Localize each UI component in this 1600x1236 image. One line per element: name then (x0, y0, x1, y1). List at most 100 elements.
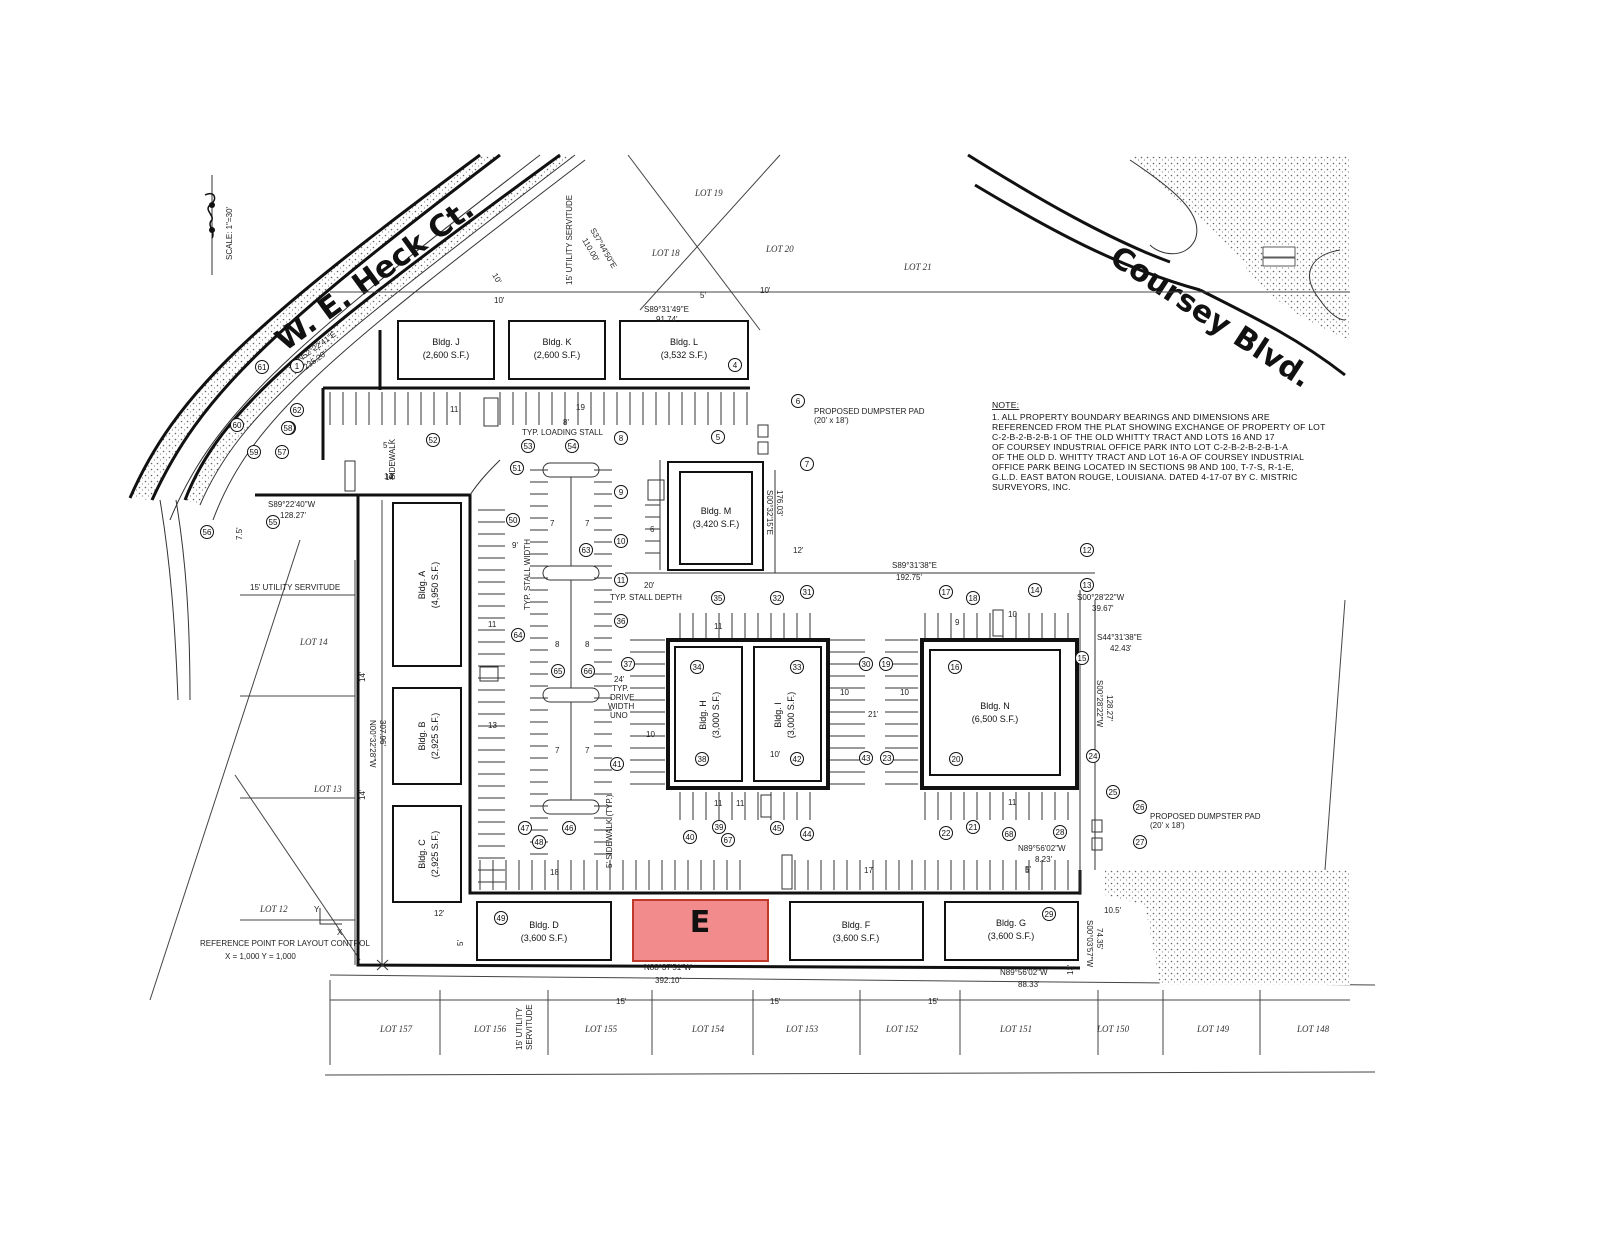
building-n[interactable]: Bldg. N (6,500 S.F.) (920, 638, 1079, 790)
point-number: 7 (805, 460, 810, 469)
building-b[interactable]: Bldg. B (2,925 S.F.) (392, 687, 462, 785)
dim: 14' (384, 472, 395, 481)
point-marker (1106, 785, 1120, 799)
point-number: 28 (1056, 828, 1065, 837)
utility-servitude-label: 15' UTILITY SERVITUDE (250, 583, 340, 592)
point-marker (614, 573, 628, 587)
stall-count: 10 (1008, 610, 1017, 619)
point-number: 63 (582, 546, 591, 555)
reference-y: Y (314, 905, 320, 914)
point-marker (800, 457, 814, 471)
lot-label: LOT 18 (651, 248, 680, 258)
building-m[interactable]: Bldg. M (3,420 S.F.) (667, 461, 764, 571)
point-marker (966, 591, 980, 605)
stall-count: 11 (1008, 798, 1017, 807)
lot-label: LOT 151 (999, 1024, 1032, 1034)
building-f[interactable]: Bldg. F (3,600 S.F.) (789, 901, 924, 961)
dim: 13' (1066, 964, 1075, 975)
point-marker (859, 751, 873, 765)
point-number: 10 (617, 537, 626, 546)
point-marker (728, 358, 742, 372)
lot-labels: LOT 19 LOT 18 LOT 20 LOT 21 LOT 14 LOT 1… (259, 188, 1330, 1034)
building-m-name: Bldg. M (701, 506, 732, 516)
dumpster-label: PROPOSED DUMPSTER PAD (1150, 812, 1261, 821)
building-l[interactable]: Bldg. L (3,532 S.F.) (619, 320, 749, 380)
lot-label: LOT 14 (299, 637, 328, 647)
building-d-area: (3,600 S.F.) (521, 933, 568, 943)
parking-islands (542, 462, 600, 815)
point-number: 65 (554, 667, 563, 676)
annotations: PROPOSED DUMPSTER PAD (20' x 18') PROPOS… (200, 195, 1261, 1050)
bearing: S44°31'38"E (1097, 633, 1142, 642)
building-k[interactable]: Bldg. K (2,600 S.F.) (508, 320, 606, 380)
building-i[interactable]: Bldg. I (3,000 S.F.) (753, 646, 822, 782)
point-number: 11 (617, 576, 626, 585)
point-marker (551, 664, 565, 678)
stall-count: 8 (585, 640, 590, 649)
landscape-area (1105, 870, 1350, 985)
point-number: 13 (1083, 581, 1092, 590)
point-marker (1133, 835, 1147, 849)
lot-label: LOT 19 (694, 188, 723, 198)
stall-count: 10 (646, 730, 655, 739)
point-marker (290, 403, 304, 417)
building-c[interactable]: Bldg. C (2,925 S.F.) (392, 805, 462, 903)
dim: 15' (770, 997, 781, 1006)
point-number: 33 (793, 663, 802, 672)
point-number: 58 (284, 424, 293, 433)
point-number: 41 (613, 760, 622, 769)
dim: 12' (793, 546, 804, 555)
stall-count: 13 (488, 721, 497, 730)
point-marker (800, 827, 814, 841)
point-number: 15 (1078, 654, 1087, 663)
building-j[interactable]: Bldg. J (2,600 S.F.) (397, 320, 495, 380)
scale-bar: SCALE: 1"=30' (204, 175, 234, 275)
building-d[interactable]: Bldg. D (3,600 S.F.) (476, 901, 612, 961)
building-a[interactable]: Bldg. A (4,950 S.F.) (392, 502, 462, 667)
building-n-name: Bldg. N (980, 701, 1010, 711)
point-marker (281, 421, 295, 435)
point-number: 38 (698, 755, 707, 764)
point-marker (711, 591, 725, 605)
point-marker (579, 543, 593, 557)
lot-label: LOT 150 (1096, 1024, 1130, 1034)
point-number: 19 (882, 660, 891, 669)
dim: 5' (1025, 865, 1031, 874)
building-f-name: Bldg. F (842, 920, 871, 930)
bearing-distance: 42.43' (1110, 644, 1132, 653)
point-marker (1028, 583, 1042, 597)
building-b-name: Bldg. B (417, 721, 427, 750)
lot-label: LOT 148 (1296, 1024, 1330, 1034)
building-e-shape[interactable] (632, 899, 769, 962)
note-line: OF THE OLD D. WHITTY TRACT AND LOT 16-A … (992, 452, 1304, 462)
lot-label: LOT 13 (313, 784, 342, 794)
point-number: 5 (716, 433, 721, 442)
point-number: 26 (1136, 803, 1145, 812)
building-e-highlight[interactable]: E (632, 899, 769, 962)
dumpster-size: (20' x 18') (814, 416, 849, 425)
point-marker (426, 433, 440, 447)
building-j-area: (2,600 S.F.) (423, 350, 470, 360)
dim: 14' (358, 671, 367, 682)
building-g[interactable]: Bldg. G (3,600 S.F.) (944, 901, 1079, 961)
dumpster-size: (20' x 18') (1150, 821, 1185, 830)
stall-count: 9 (955, 618, 960, 627)
bearing: S00°28'22"W (1095, 680, 1104, 728)
stall-count: 10 (840, 688, 849, 697)
bearing-distance: 91.74' (656, 315, 678, 324)
bearing: N88°37'51"W (644, 963, 692, 972)
point-number: 34 (693, 663, 702, 672)
note-line: OF COURSEY INDUSTRIAL OFFICE PARK INTO L… (992, 442, 1288, 452)
point-marker (518, 821, 532, 835)
bearing-distance: 74.35' (1095, 928, 1104, 950)
stall-count: 10 (900, 688, 909, 697)
stall-count: 19 (576, 403, 585, 412)
drive-label: UNO (610, 711, 628, 720)
coursey-blvd-road (967, 153, 1350, 377)
utility-servitude-top-label: 15' UTILITY SERVITUDE (565, 195, 574, 285)
note-line: 1. ALL PROPERTY BOUNDARY BEARINGS AND DI… (992, 412, 1270, 422)
dim: 10' (494, 296, 505, 305)
building-i-area: (3,000 S.F.) (786, 692, 796, 739)
point-marker (939, 826, 953, 840)
